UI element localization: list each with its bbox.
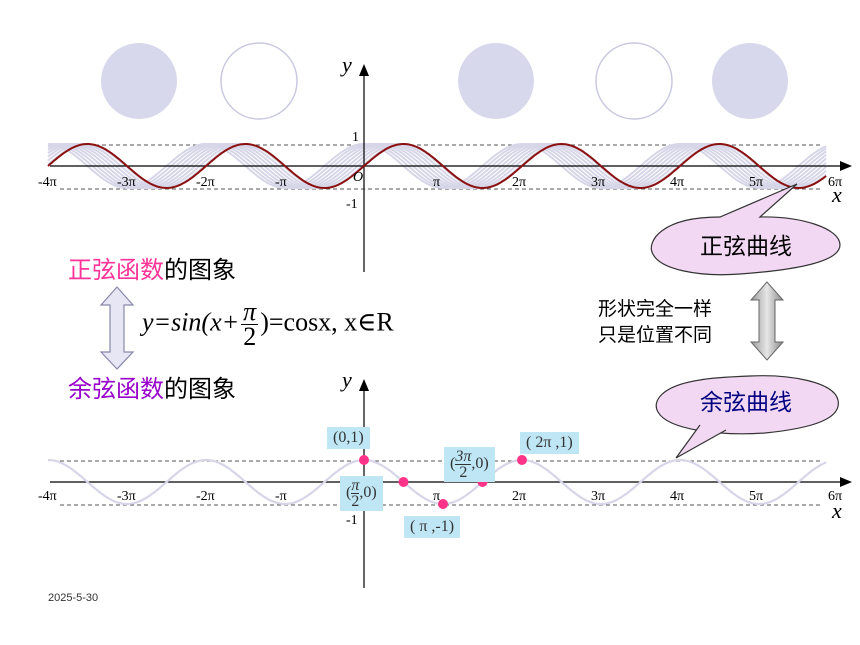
top-tick-minus-1: -1: [346, 197, 358, 212]
point-label-half-pi-rest: ,0): [359, 484, 377, 502]
top-ticks-label-8: 5π: [749, 175, 763, 190]
cosine-trace-6: [47, 142, 827, 190]
bot-ticks-label-6: 3π: [591, 489, 605, 504]
double-arrow-left-icon: [99, 286, 135, 370]
bot-ticks-label-8: 5π: [749, 489, 763, 504]
point-label-three-half-pi-num: 3π: [455, 448, 472, 465]
bot-ticks-label-1: -3π: [117, 489, 136, 504]
point-label-three-half-pi-rest: ,0): [471, 455, 489, 473]
sine-heading-rest: 的图象: [164, 256, 236, 284]
bottom-x-tick-labels: -4π -3π -2π -π π 2π 3π 4π 5π 6π: [38, 489, 842, 504]
top-y-arrow: [359, 64, 369, 76]
sine-graph-heading: 正弦函数的图象: [68, 256, 236, 284]
top-y-label: y: [340, 52, 352, 77]
formula-frac-num: π: [241, 297, 259, 326]
top-x-arrow: [840, 161, 852, 171]
key-point-1: [398, 477, 409, 487]
point-label-three-half-pi-den: 2: [459, 464, 468, 481]
top-ticks-label-2: -2π: [196, 175, 215, 190]
point-label-half-pi-den: 2: [351, 493, 360, 510]
key-point-4: [517, 455, 527, 465]
bot-ticks-label-0: -4π: [38, 489, 57, 504]
circle-filled-2: [458, 43, 534, 119]
bot-ticks-label-5: 2π: [512, 489, 526, 504]
cosine-callout-bubble: [655, 375, 839, 459]
top-ticks-label-3: -π: [275, 175, 287, 190]
formula-part2: )=cosx, x∈R: [260, 307, 394, 337]
top-ticks-label-9: 6π: [828, 175, 842, 190]
point-label-pi-minus-1: ( π ,-1): [404, 516, 461, 538]
cosine-curve: [47, 458, 827, 506]
cosine-heading-highlight: 余弦函数: [68, 375, 164, 403]
key-point-2: [438, 499, 448, 509]
sine-curve: [47, 142, 827, 190]
bot-ticks-label-9: 6π: [828, 489, 842, 504]
top-ticks-label-7: 4π: [670, 175, 684, 190]
bot-ticks-label-3: -π: [275, 489, 287, 504]
shape-note-line2: 只是位置不同: [598, 324, 713, 346]
circle-outline-1: [220, 42, 298, 120]
top-origin-label: O: [353, 170, 363, 185]
bottom-y-arrow: [359, 379, 369, 391]
formula-part1: y=sin(x+: [142, 307, 240, 337]
point-label-half-pi-num: π: [351, 477, 360, 494]
top-ticks-label-0: -4π: [38, 175, 57, 190]
formula-frac-den: 2: [243, 322, 257, 351]
cosine-heading-rest: 的图象: [164, 375, 236, 403]
top-ticks-label-5: 2π: [512, 175, 526, 190]
bottom-x-label: x: [831, 498, 842, 523]
top-ticks-label-6: 3π: [591, 175, 605, 190]
circle-filled-1: [101, 43, 177, 119]
key-point-0: [359, 455, 369, 465]
circle-filled-3: [712, 43, 788, 119]
top-x-tick-labels: -4π -3π -2π -π π 2π 3π 4π 5π 6π: [38, 175, 842, 190]
point-label-2pi-1: ( 2π ,1): [520, 432, 579, 454]
top-x-label: x: [831, 182, 842, 207]
top-graph: y x 1 -1 O -4π -3π -2π -π π 2π 3π 4π 5π 6π: [38, 52, 852, 272]
cosine-callout-text: 余弦曲线: [700, 390, 792, 416]
cosine-trace-5: [47, 142, 827, 190]
decorative-circles: [101, 42, 788, 120]
point-label-0-1: (0,1): [327, 427, 370, 449]
sine-heading-highlight: 正弦函数: [68, 256, 164, 284]
bottom-y-label: y: [340, 367, 352, 392]
bottom-x-arrow: [840, 477, 852, 487]
bot-ticks-label-7: 4π: [670, 489, 684, 504]
top-ticks-label-4: π: [433, 175, 440, 190]
double-arrow-right-icon: [749, 281, 785, 361]
date-stamp: 2025-5-30: [48, 592, 99, 604]
shape-note-line1: 形状完全一样: [598, 298, 713, 320]
bottom-tick-minus-1: -1: [346, 513, 358, 528]
sine-callout-text: 正弦曲线: [700, 234, 792, 260]
bot-ticks-label-4: π: [433, 489, 440, 504]
sine-callout-bubble: [650, 183, 841, 276]
circle-outline-2: [595, 42, 673, 120]
top-ticks-label-1: -3π: [117, 175, 136, 190]
bot-ticks-label-2: -2π: [196, 489, 215, 504]
cosine-graph-heading: 余弦函数的图象: [68, 375, 236, 403]
top-tick-1: 1: [352, 130, 359, 145]
